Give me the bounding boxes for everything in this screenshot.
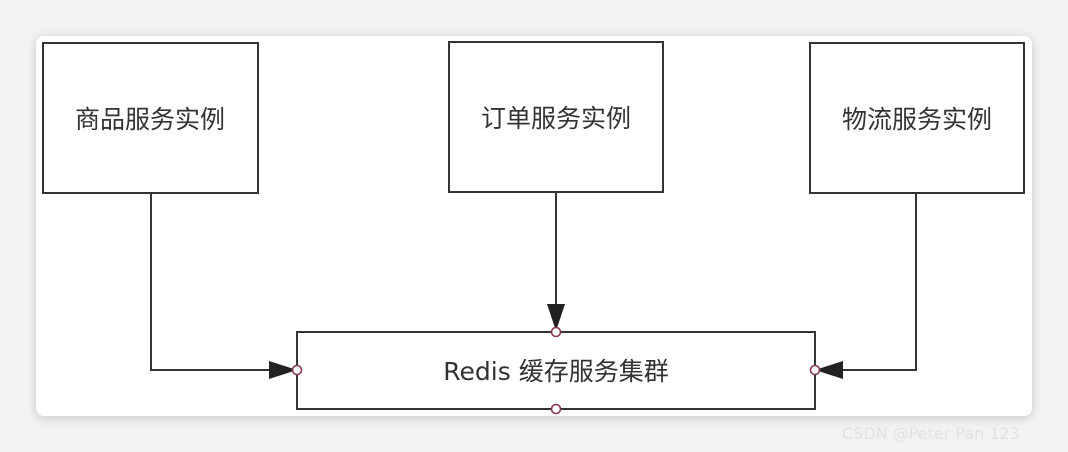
edge-product-to-redis <box>150 193 297 379</box>
node-redis-cluster-label: Redis 缓存服务集群 <box>443 357 668 386</box>
edge-logistics-to-redis <box>815 193 917 379</box>
node-order-service: 订单服务实例 <box>448 41 664 193</box>
node-product-service: 商品服务实例 <box>42 42 259 194</box>
edge-order-to-redis <box>547 192 565 331</box>
connection-port-right <box>809 364 821 376</box>
node-logistics-service-label: 物流服务实例 <box>842 105 992 134</box>
node-order-service-label: 订单服务实例 <box>481 104 631 133</box>
arrowhead-down-icon <box>547 304 565 331</box>
arrowhead-left-icon <box>815 361 843 379</box>
node-redis-cluster: Redis 缓存服务集群 <box>296 331 816 410</box>
watermark-text: CSDN @Peter Pan 123 <box>842 424 1020 443</box>
connection-port-top <box>550 326 562 338</box>
node-logistics-service: 物流服务实例 <box>809 42 1025 194</box>
arrowhead-right-icon <box>269 361 297 379</box>
connection-port-bottom <box>550 403 562 415</box>
node-product-service-label: 商品服务实例 <box>75 105 225 134</box>
connection-port-left <box>291 364 303 376</box>
